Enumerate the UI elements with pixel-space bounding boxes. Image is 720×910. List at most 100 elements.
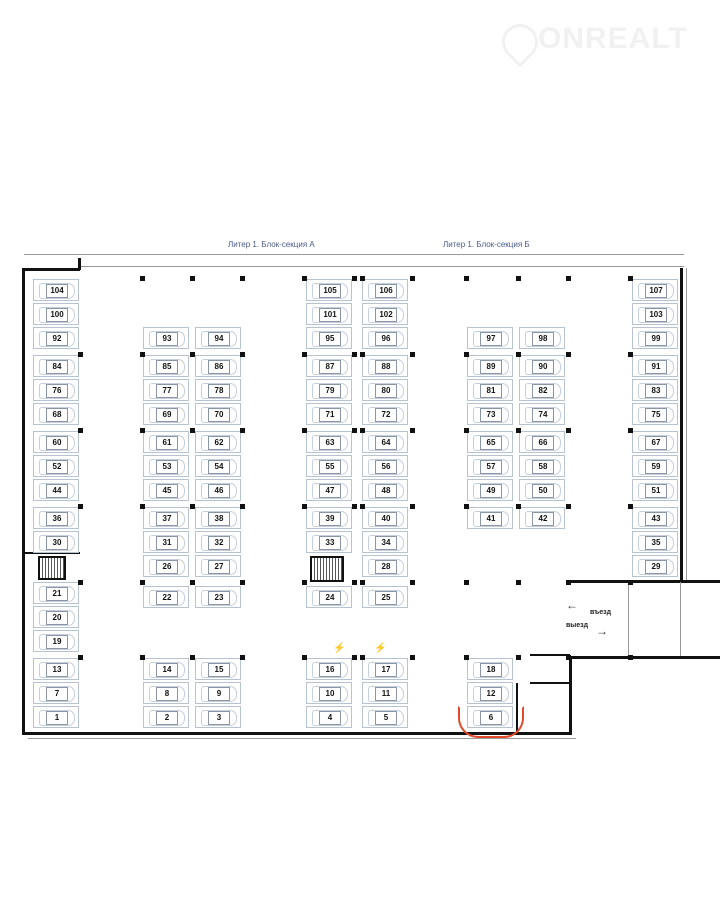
parking-spot-29[interactable]: 29 — [632, 555, 678, 577]
parking-spot-83[interactable]: 83 — [632, 379, 678, 401]
parking-spot-33[interactable]: 33 — [306, 531, 352, 553]
parking-spot-67[interactable]: 67 — [632, 431, 678, 453]
parking-spot-27[interactable]: 27 — [195, 555, 241, 577]
parking-spot-35[interactable]: 35 — [632, 531, 678, 553]
parking-spot-74[interactable]: 74 — [519, 403, 565, 425]
parking-spot-51[interactable]: 51 — [632, 479, 678, 501]
parking-spot-1[interactable]: 1 — [33, 706, 79, 728]
parking-spot-71[interactable]: 71 — [306, 403, 352, 425]
parking-spot-47[interactable]: 47 — [306, 479, 352, 501]
parking-spot-2[interactable]: 2 — [143, 706, 189, 728]
parking-spot-10[interactable]: 10 — [306, 682, 352, 704]
parking-spot-30[interactable]: 30 — [33, 531, 79, 553]
parking-spot-40[interactable]: 40 — [362, 507, 408, 529]
parking-spot-31[interactable]: 31 — [143, 531, 189, 553]
parking-spot-13[interactable]: 13 — [33, 658, 79, 680]
parking-spot-22[interactable]: 22 — [143, 586, 189, 608]
parking-spot-84[interactable]: 84 — [33, 355, 79, 377]
parking-spot-9[interactable]: 9 — [195, 682, 241, 704]
parking-spot-25[interactable]: 25 — [362, 586, 408, 608]
parking-spot-95[interactable]: 95 — [306, 327, 352, 349]
parking-spot-94[interactable]: 94 — [195, 327, 241, 349]
parking-spot-26[interactable]: 26 — [143, 555, 189, 577]
parking-spot-80[interactable]: 80 — [362, 379, 408, 401]
parking-spot-38[interactable]: 38 — [195, 507, 241, 529]
parking-spot-75[interactable]: 75 — [632, 403, 678, 425]
parking-spot-46[interactable]: 46 — [195, 479, 241, 501]
parking-spot-24[interactable]: 24 — [306, 586, 352, 608]
parking-spot-103[interactable]: 103 — [632, 303, 678, 325]
parking-spot-6[interactable]: 6 — [467, 706, 513, 728]
parking-spot-77[interactable]: 77 — [143, 379, 189, 401]
parking-spot-90[interactable]: 90 — [519, 355, 565, 377]
parking-spot-12[interactable]: 12 — [467, 682, 513, 704]
parking-spot-14[interactable]: 14 — [143, 658, 189, 680]
parking-spot-106[interactable]: 106 — [362, 279, 408, 301]
parking-spot-56[interactable]: 56 — [362, 455, 408, 477]
parking-spot-55[interactable]: 55 — [306, 455, 352, 477]
parking-spot-70[interactable]: 70 — [195, 403, 241, 425]
parking-spot-88[interactable]: 88 — [362, 355, 408, 377]
parking-spot-39[interactable]: 39 — [306, 507, 352, 529]
parking-spot-16[interactable]: 16 — [306, 658, 352, 680]
parking-spot-65[interactable]: 65 — [467, 431, 513, 453]
parking-spot-100[interactable]: 100 — [33, 303, 79, 325]
parking-spot-72[interactable]: 72 — [362, 403, 408, 425]
parking-spot-4[interactable]: 4 — [306, 706, 352, 728]
parking-spot-57[interactable]: 57 — [467, 455, 513, 477]
parking-spot-42[interactable]: 42 — [519, 507, 565, 529]
parking-spot-81[interactable]: 81 — [467, 379, 513, 401]
parking-spot-85[interactable]: 85 — [143, 355, 189, 377]
parking-spot-43[interactable]: 43 — [632, 507, 678, 529]
parking-spot-82[interactable]: 82 — [519, 379, 565, 401]
parking-spot-52[interactable]: 52 — [33, 455, 79, 477]
parking-spot-64[interactable]: 64 — [362, 431, 408, 453]
parking-spot-8[interactable]: 8 — [143, 682, 189, 704]
parking-spot-19[interactable]: 19 — [33, 630, 79, 652]
parking-spot-104[interactable]: 104 — [33, 279, 79, 301]
parking-spot-44[interactable]: 44 — [33, 479, 79, 501]
parking-spot-62[interactable]: 62 — [195, 431, 241, 453]
parking-spot-92[interactable]: 92 — [33, 327, 79, 349]
parking-spot-36[interactable]: 36 — [33, 507, 79, 529]
parking-spot-5[interactable]: 5 — [362, 706, 408, 728]
parking-spot-49[interactable]: 49 — [467, 479, 513, 501]
parking-spot-21[interactable]: 21 — [33, 582, 79, 604]
parking-spot-60[interactable]: 60 — [33, 431, 79, 453]
parking-spot-28[interactable]: 28 — [362, 555, 408, 577]
parking-spot-91[interactable]: 91 — [632, 355, 678, 377]
parking-spot-68[interactable]: 68 — [33, 403, 79, 425]
parking-spot-87[interactable]: 87 — [306, 355, 352, 377]
parking-spot-98[interactable]: 98 — [519, 327, 565, 349]
parking-spot-7[interactable]: 7 — [33, 682, 79, 704]
parking-spot-69[interactable]: 69 — [143, 403, 189, 425]
parking-spot-23[interactable]: 23 — [195, 586, 241, 608]
parking-spot-11[interactable]: 11 — [362, 682, 408, 704]
parking-spot-63[interactable]: 63 — [306, 431, 352, 453]
parking-spot-20[interactable]: 20 — [33, 606, 79, 628]
parking-spot-53[interactable]: 53 — [143, 455, 189, 477]
parking-spot-3[interactable]: 3 — [195, 706, 241, 728]
parking-spot-102[interactable]: 102 — [362, 303, 408, 325]
parking-spot-99[interactable]: 99 — [632, 327, 678, 349]
parking-spot-101[interactable]: 101 — [306, 303, 352, 325]
parking-spot-54[interactable]: 54 — [195, 455, 241, 477]
parking-spot-86[interactable]: 86 — [195, 355, 241, 377]
parking-spot-41[interactable]: 41 — [467, 507, 513, 529]
parking-spot-61[interactable]: 61 — [143, 431, 189, 453]
parking-spot-59[interactable]: 59 — [632, 455, 678, 477]
parking-spot-50[interactable]: 50 — [519, 479, 565, 501]
parking-spot-78[interactable]: 78 — [195, 379, 241, 401]
parking-spot-107[interactable]: 107 — [632, 279, 678, 301]
parking-spot-73[interactable]: 73 — [467, 403, 513, 425]
parking-spot-93[interactable]: 93 — [143, 327, 189, 349]
parking-spot-32[interactable]: 32 — [195, 531, 241, 553]
parking-spot-105[interactable]: 105 — [306, 279, 352, 301]
parking-spot-97[interactable]: 97 — [467, 327, 513, 349]
parking-spot-66[interactable]: 66 — [519, 431, 565, 453]
parking-spot-37[interactable]: 37 — [143, 507, 189, 529]
parking-spot-15[interactable]: 15 — [195, 658, 241, 680]
parking-spot-79[interactable]: 79 — [306, 379, 352, 401]
parking-spot-17[interactable]: 17 — [362, 658, 408, 680]
parking-spot-18[interactable]: 18 — [467, 658, 513, 680]
